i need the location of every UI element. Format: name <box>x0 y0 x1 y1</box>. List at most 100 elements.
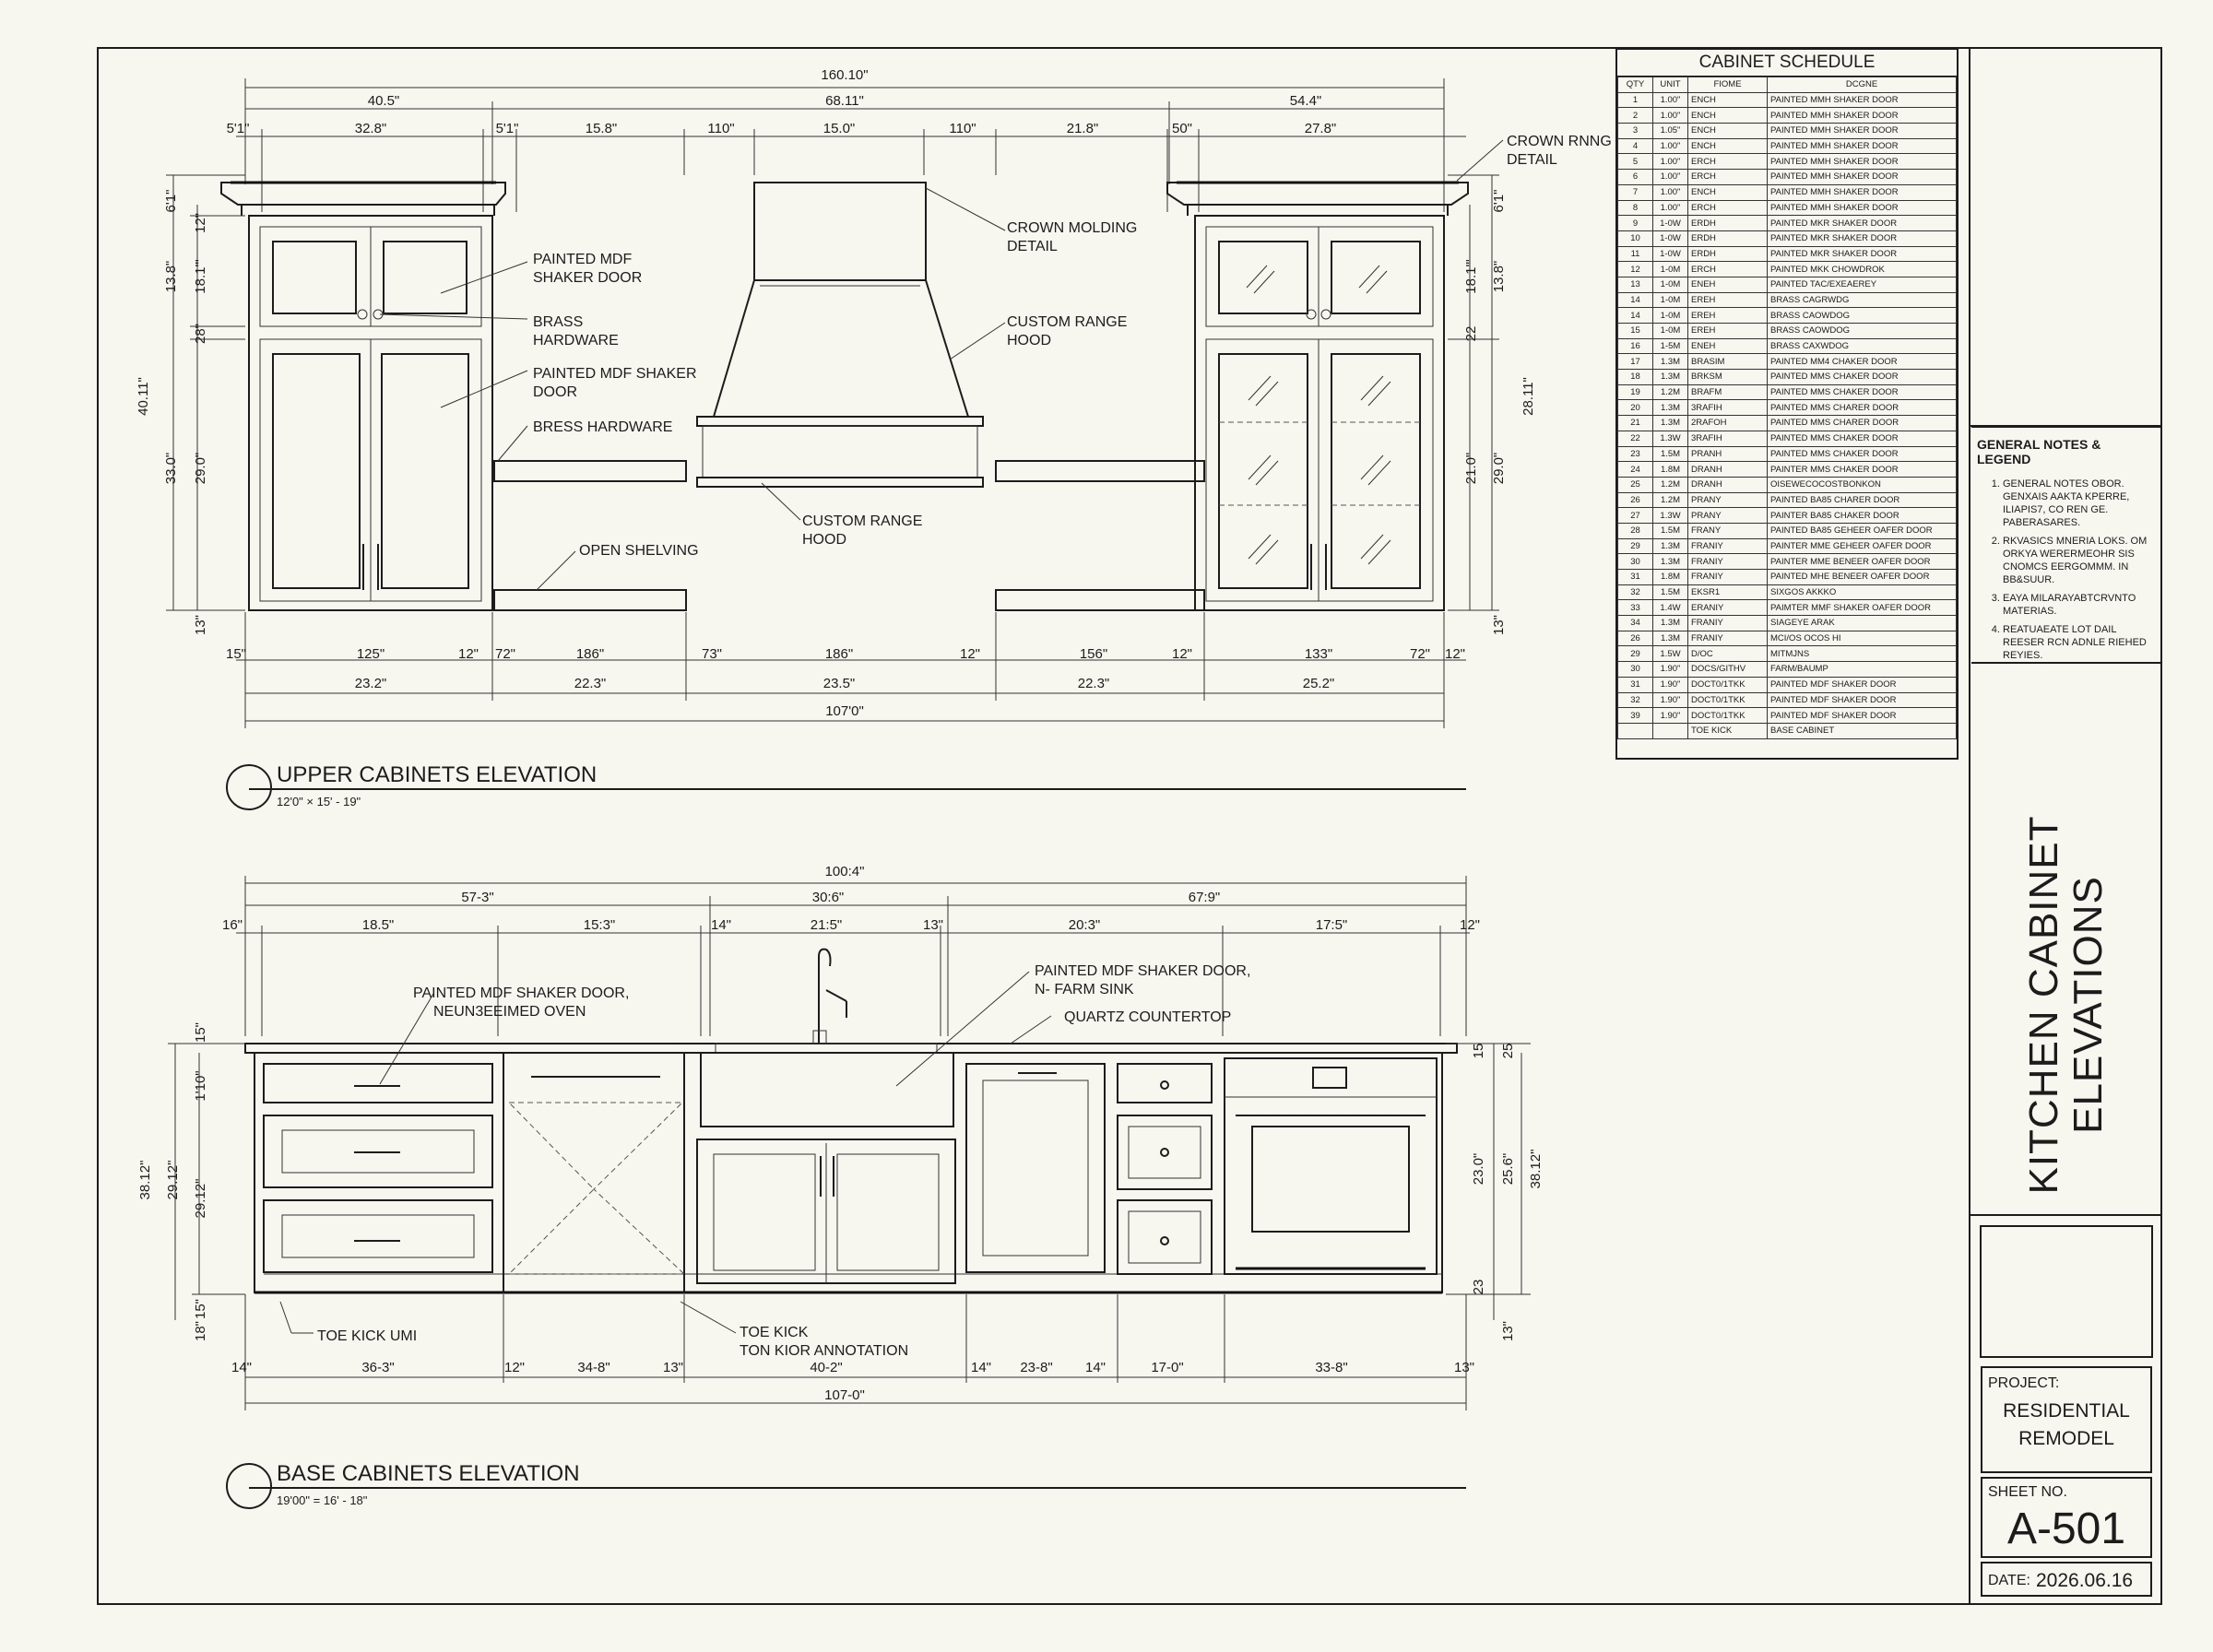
svg-text:DOOR: DOOR <box>533 384 577 400</box>
svg-text:NEUN3EEIMED OVEN: NEUN3EEIMED OVEN <box>433 1004 586 1020</box>
svg-text:29.0": 29.0" <box>193 453 208 485</box>
svg-text:156": 156" <box>1080 646 1107 662</box>
table-cell: 3RAFIH <box>1687 399 1768 417</box>
table-cell: BRASS CAOWDOG <box>1767 323 1957 339</box>
table-cell: PAINTED MKR SHAKER DOOR <box>1767 245 1957 263</box>
svg-text:36-3": 36-3" <box>361 1360 394 1375</box>
svg-text:CROWN RNNG: CROWN RNNG <box>1507 134 1612 149</box>
table-cell: 1.00" <box>1652 137 1688 155</box>
upper-right-cabinet <box>1166 181 1469 611</box>
table-cell: 13 <box>1617 276 1653 293</box>
svg-text:13": 13" <box>663 1360 683 1375</box>
table-cell: 1.3M <box>1652 415 1688 431</box>
table-cell: 1.3M <box>1652 353 1688 371</box>
table-cell: 10 <box>1617 230 1653 247</box>
svg-text:HARDWARE: HARDWARE <box>533 333 619 348</box>
table-cell: 22 <box>1617 430 1653 447</box>
table-cell: 34 <box>1617 615 1653 631</box>
table-cell: ERDH <box>1687 230 1768 247</box>
svg-text:14": 14" <box>1085 1360 1106 1375</box>
schedule-title: CABINET SCHEDULE <box>1617 50 1957 77</box>
table-cell: PAINTED MMS CHAKER DOOR <box>1767 445 1957 463</box>
table-cell: 1.4W <box>1652 599 1688 617</box>
sheet-no-label: SHEET NO. <box>1988 1484 2067 1500</box>
base-elevation: 100:4" 57-3" 30:6" 67:9" 16" 18.5" 15:3"… <box>137 864 1544 1509</box>
sheet-title: KITCHEN CABINET ELEVATIONS <box>1975 811 2158 1198</box>
table-cell: 1.2M <box>1652 384 1688 401</box>
table-cell: 1.8M <box>1652 569 1688 585</box>
table-cell: ENEH <box>1687 337 1768 355</box>
table-cell: 15 <box>1617 323 1653 339</box>
table-cell: 32 <box>1617 691 1653 709</box>
col-header: FIOME <box>1687 77 1768 93</box>
table-cell: 1.5M <box>1652 445 1688 463</box>
table-cell: 1-0W <box>1652 230 1688 247</box>
svg-text:107-0": 107-0" <box>824 1387 865 1403</box>
table-cell: ENCH <box>1687 137 1768 155</box>
table-cell: ENEH <box>1687 276 1768 293</box>
table-cell: 29 <box>1617 645 1653 663</box>
table-cell: PAINTER BA85 CHAKER DOOR <box>1767 507 1957 524</box>
svg-text:38.12": 38.12" <box>1528 1150 1544 1189</box>
svg-text:29.12": 29.12" <box>165 1161 181 1200</box>
table-cell: DRANH <box>1687 461 1768 478</box>
farm-sink-apron <box>700 1052 954 1127</box>
svg-text:5'1": 5'1" <box>227 121 250 136</box>
svg-text:DETAIL: DETAIL <box>1507 152 1557 168</box>
svg-text:12": 12" <box>504 1360 525 1375</box>
svg-text:100:4": 100:4" <box>825 864 865 879</box>
table-cell: MCI/OS OCOS HI <box>1767 630 1957 647</box>
table-cell: PAINTED MKK CHOWDROK <box>1767 261 1957 277</box>
svg-text:16": 16" <box>222 917 243 933</box>
svg-text:12": 12" <box>1172 646 1192 662</box>
table-cell: 3RAFIH <box>1687 430 1768 447</box>
svg-text:15: 15 <box>1471 1044 1486 1059</box>
svg-text:23.0": 23.0" <box>1471 1153 1486 1186</box>
table-cell: PAINTED MDF SHAKER DOOR <box>1767 676 1957 693</box>
table-cell: PAIMTER MMF SHAKER OAFER DOOR <box>1767 599 1957 617</box>
table-cell: 1.3M <box>1652 553 1688 570</box>
table-cell: PAINTER MME GEHEER OAFER DOOR <box>1767 537 1957 555</box>
table-cell: FRANY <box>1687 522 1768 539</box>
table-cell: DRANH <box>1687 476 1768 493</box>
dishwasher-panel <box>503 1053 686 1292</box>
table-cell: ERCH <box>1687 199 1768 217</box>
note-item: RKVASICS MNERIA LOKS. OM ORKYA WERERMEOH… <box>2003 535 2156 586</box>
open-shelving-left <box>493 460 687 611</box>
table-cell: ERDH <box>1687 245 1768 263</box>
svg-text:PAINTED MDF SHAKER DOOR,: PAINTED MDF SHAKER DOOR, <box>1035 963 1250 979</box>
table-cell: FRANIY <box>1687 553 1768 570</box>
col-header: QTY <box>1617 77 1653 93</box>
table-cell: PAINTED MMH SHAKER DOOR <box>1767 183 1957 201</box>
table-cell: 1.3M <box>1652 369 1688 385</box>
svg-text:6'1": 6'1" <box>163 190 179 213</box>
table-cell: 16 <box>1617 337 1653 355</box>
project-name-2: REMODEL <box>2018 1428 2114 1449</box>
table-cell: 19 <box>1617 384 1653 401</box>
svg-text:22.3": 22.3" <box>1078 676 1110 691</box>
svg-text:18.5": 18.5" <box>362 917 395 933</box>
svg-text:BRESS HARDWARE: BRESS HARDWARE <box>533 419 672 435</box>
svg-text:110": 110" <box>949 121 976 136</box>
svg-text:13": 13" <box>193 615 208 635</box>
table-cell: PAINTED MDF SHAKER DOOR <box>1767 707 1957 724</box>
table-cell: ERDH <box>1687 215 1768 231</box>
table-cell: 5 <box>1617 153 1653 171</box>
tall-pullout-cabinet <box>965 1063 1106 1273</box>
table-cell: PAINTED MDF SHAKER DOOR <box>1767 691 1957 709</box>
quartz-countertop <box>244 1043 1458 1054</box>
table-cell: 31 <box>1617 676 1653 693</box>
svg-text:14": 14" <box>231 1360 252 1375</box>
table-cell: 33 <box>1617 599 1653 617</box>
svg-text:HOOD: HOOD <box>802 532 846 548</box>
sheet-number: A-501 <box>2006 1504 2126 1553</box>
table-cell: BRKSM <box>1687 369 1768 385</box>
table-cell: PAINTED MKR SHAKER DOOR <box>1767 230 1957 247</box>
